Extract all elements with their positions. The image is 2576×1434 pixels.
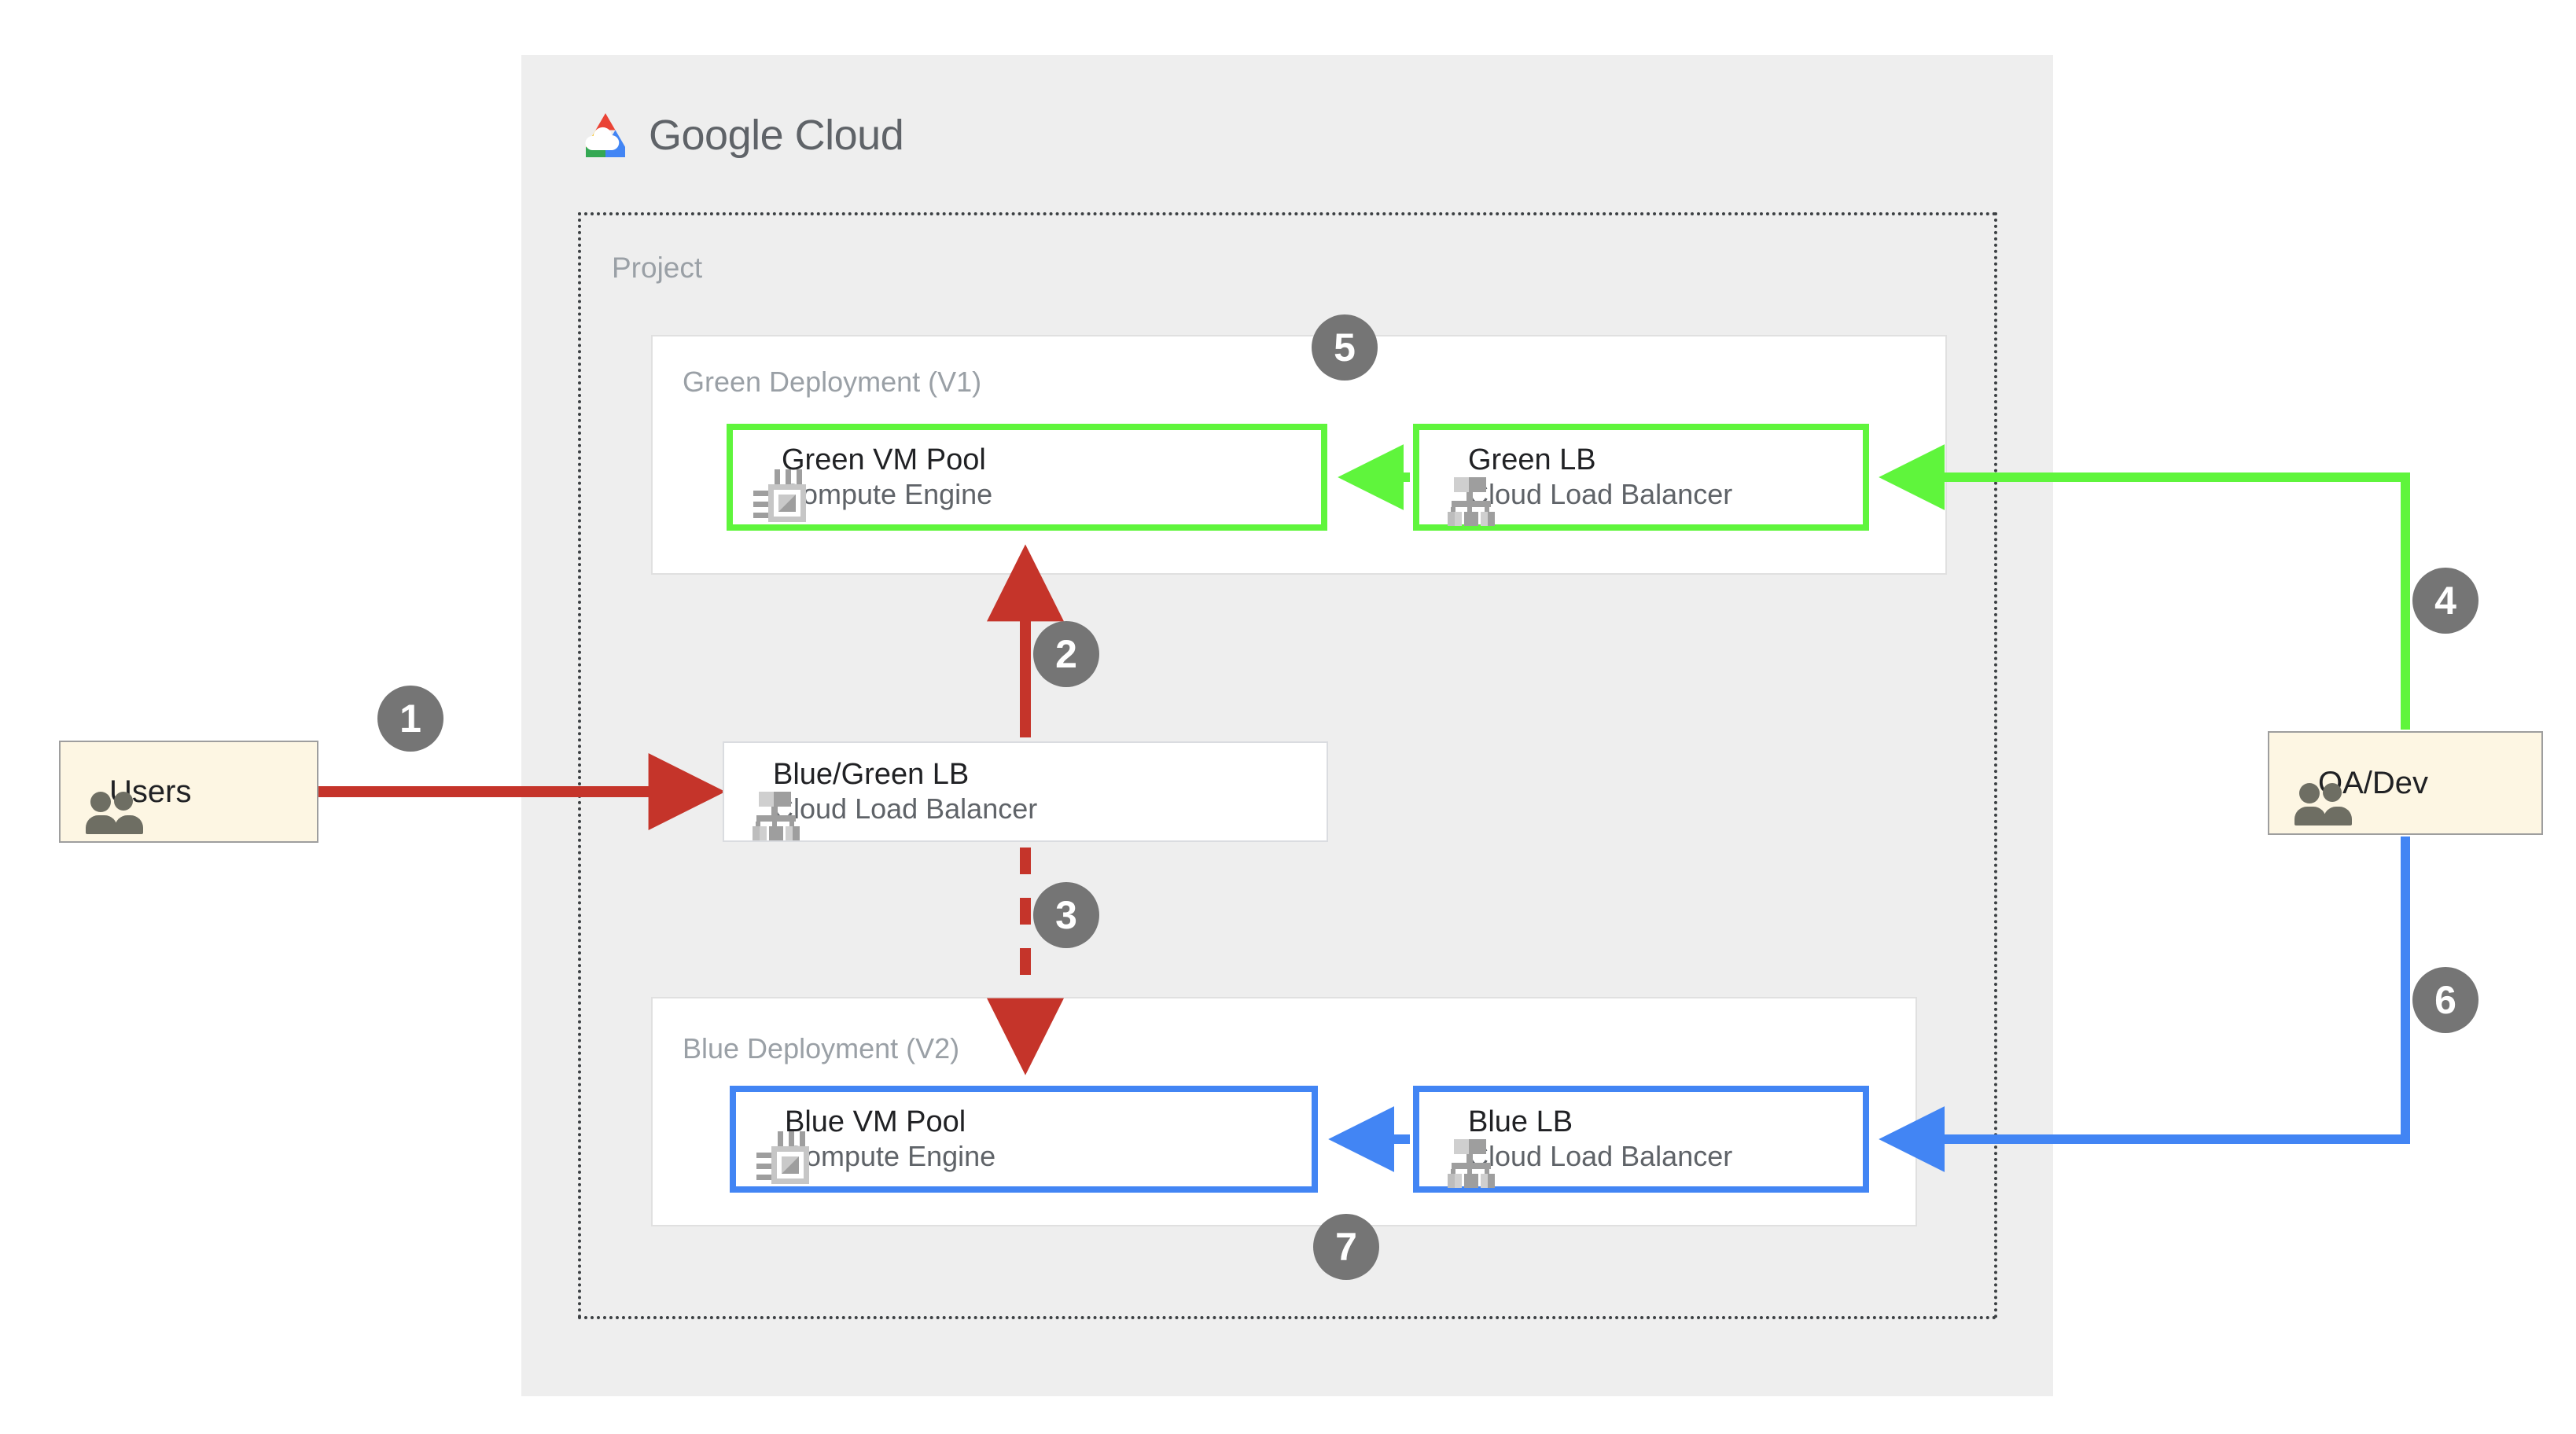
node-subtitle: Compute Engine [785, 1140, 996, 1173]
node-blue-lb[interactable]: Blue LB Cloud Load Balancer [1413, 1086, 1869, 1193]
step-badge-7: 7 [1313, 1214, 1379, 1280]
node-title: Blue VM Pool [785, 1105, 966, 1139]
actor-users[interactable]: Users [59, 741, 318, 843]
project-label: Project [612, 252, 703, 284]
node-subtitle: Cloud Load Balancer [773, 792, 1038, 825]
node-subtitle: Cloud Load Balancer [1468, 478, 1733, 511]
node-green-lb[interactable]: Green LB Cloud Load Balancer [1413, 424, 1869, 531]
step-badge-3: 3 [1033, 882, 1099, 948]
node-subtitle: Cloud Load Balancer [1468, 1140, 1733, 1173]
wordmark-google: Google [649, 112, 784, 159]
google-cloud-branding: Google Cloud [576, 106, 904, 164]
node-title: Blue LB [1468, 1105, 1573, 1139]
node-subtitle: Compute Engine [782, 478, 993, 511]
green-deployment-label: Green Deployment (V1) [683, 366, 982, 398]
node-title: Green VM Pool [782, 443, 986, 477]
step-badge-1: 1 [377, 686, 443, 752]
node-bluegreen-lb[interactable]: Blue/Green LB Cloud Load Balancer [723, 741, 1328, 842]
google-cloud-wordmark: Google Cloud [649, 111, 904, 160]
node-green-vm-pool[interactable]: Green VM Pool Compute Engine [727, 424, 1327, 531]
actor-qa-dev[interactable]: QA/Dev [2268, 731, 2543, 835]
node-title: Green LB [1468, 443, 1596, 477]
node-title: Blue/Green LB [773, 758, 970, 792]
step-badge-2: 2 [1033, 621, 1099, 687]
step-badge-5: 5 [1312, 314, 1378, 381]
wordmark-cloud: Cloud [794, 112, 904, 159]
project-boundary [578, 212, 1997, 1319]
blue-deployment-label: Blue Deployment (V2) [683, 1032, 960, 1064]
step-badge-4: 4 [2412, 568, 2478, 634]
google-cloud-logo-icon [576, 106, 635, 164]
node-blue-vm-pool[interactable]: Blue VM Pool Compute Engine [730, 1086, 1318, 1193]
step-badge-6: 6 [2412, 967, 2478, 1033]
